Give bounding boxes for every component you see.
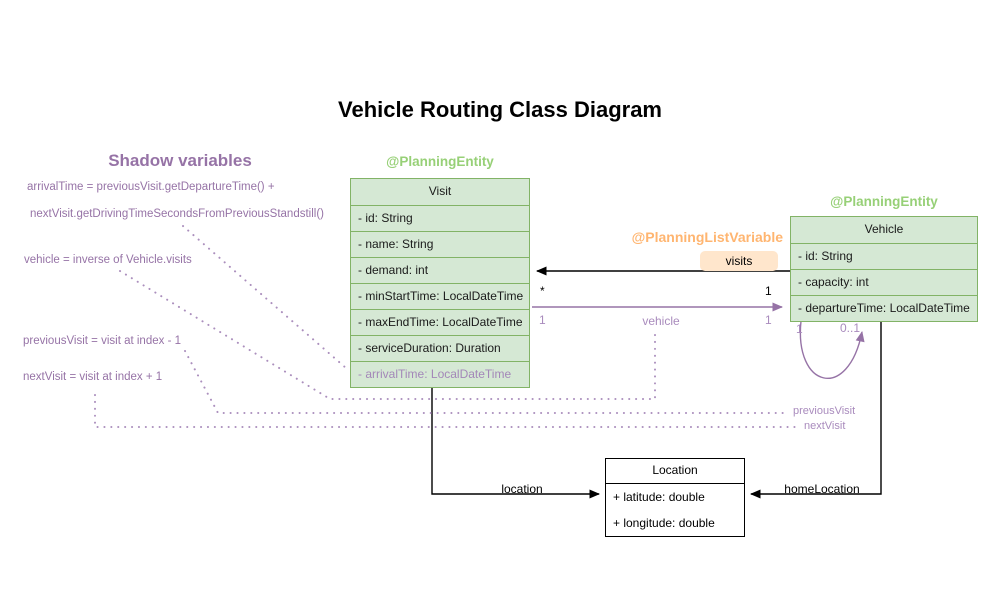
shadow-line-arrivaltime: arrivalTime = previousVisit.getDeparture…: [27, 181, 275, 193]
class-location: Location + latitude: double + longitude:…: [605, 458, 745, 537]
shadow-line-previousvisit: previousVisit = visit at index - 1: [23, 335, 181, 347]
location-attr-latitude: + latitude: double: [613, 490, 705, 504]
planning-list-variable-annotation: @PlanningListVariable: [631, 229, 783, 245]
shadow-line-arrivaltime-cont: nextVisit.getDrivingTimeSecondsFromPrevi…: [30, 208, 324, 220]
location-role-label: location: [501, 482, 543, 496]
vehicle-role-label: vehicle: [642, 314, 680, 328]
class-vehicle: Vehicle - id: String - capacity: int - d…: [790, 216, 978, 322]
previousvisit-label: previousVisit: [793, 405, 856, 417]
selfloop-multiplicity-one: 1: [796, 322, 803, 336]
vehicle-multiplicity-left: 1: [539, 313, 546, 327]
visit-attr-name: - name: String: [351, 231, 529, 257]
visit-attr-minstarttime: - minStartTime: LocalDateTime: [351, 283, 529, 309]
dotted-arrivaltime-link: [182, 225, 347, 369]
shadow-line-nextvisit: nextVisit = visit at index + 1: [23, 371, 163, 383]
visits-chip: visits: [700, 251, 778, 271]
vehicle-attr-capacity: - capacity: int: [791, 269, 977, 295]
visits-multiplicity-one: 1: [765, 284, 772, 298]
dotted-nextvisit-link: [94, 394, 800, 428]
class-location-name: Location: [652, 463, 698, 477]
edge-location: [431, 386, 600, 499]
visit-attr-serviceduration: - serviceDuration: Duration: [351, 335, 529, 361]
vehicle-attr-departuretime: - departureTime: LocalDateTime: [791, 295, 977, 321]
class-vehicle-name: Vehicle: [864, 222, 904, 236]
shadow-variables-heading: Shadow variables: [108, 151, 252, 170]
visit-attr-arrivaltime: - arrivalTime: LocalDateTime: [351, 361, 529, 387]
nextvisit-label: nextVisit: [804, 420, 846, 432]
location-attr-longitude: + longitude: double: [613, 516, 715, 530]
shadow-line-vehicle: vehicle = inverse of Vehicle.visits: [24, 254, 192, 266]
class-visit: Visit - id: String - name: String - dema…: [350, 178, 530, 388]
visit-attr-demand: - demand: int: [351, 257, 529, 283]
visit-attr-id: - id: String: [351, 205, 529, 231]
class-visit-name: Visit: [428, 184, 452, 198]
visit-planning-entity-annotation: @PlanningEntity: [386, 154, 494, 169]
homelocation-role-label: homeLocation: [784, 482, 860, 496]
selfloop-multiplicity-zero-one: 0..1: [840, 321, 861, 335]
vehicle-attr-id: - id: String: [791, 243, 977, 269]
vehicle-planning-entity-annotation: @PlanningEntity: [830, 194, 938, 209]
visits-multiplicity-star: *: [540, 284, 545, 298]
diagram-title: Vehicle Routing Class Diagram: [338, 97, 662, 122]
visit-attr-maxendtime: - maxEndTime: LocalDateTime: [351, 309, 529, 335]
vehicle-multiplicity-right: 1: [765, 313, 772, 327]
